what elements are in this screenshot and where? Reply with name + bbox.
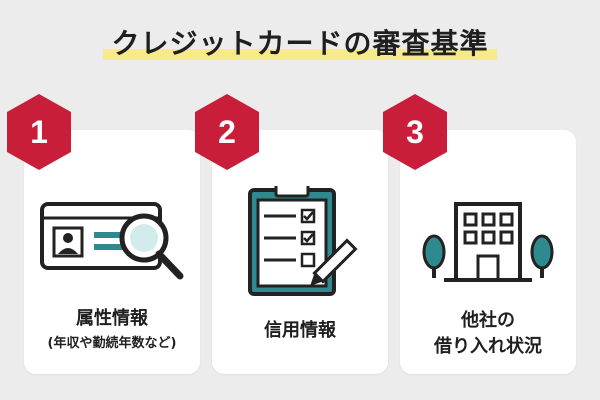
page-title-text: クレジットカードの審査基準 xyxy=(111,27,489,60)
card-title-line1: 他社の xyxy=(461,310,515,331)
badge-number: 3 xyxy=(406,113,424,150)
office-building-icon xyxy=(422,202,554,282)
number-badge: 3 xyxy=(380,92,450,172)
number-badge: 2 xyxy=(192,92,262,172)
card-credit-info: 信用情報 xyxy=(212,130,388,374)
tree-icon xyxy=(422,234,446,278)
tree-icon xyxy=(530,234,554,278)
card-attribute-info: 属性情報 (年収や勤続年数など) xyxy=(24,130,200,374)
number-badge: 1 xyxy=(4,92,74,172)
hexagon-icon xyxy=(195,94,259,170)
clipboard-checklist-icon xyxy=(248,186,358,296)
page-title: クレジットカードの審査基準 xyxy=(103,22,497,62)
card-other-loans: 他社の 借り入れ状況 xyxy=(400,130,576,374)
card-subtitle: (年収や勤続年数など) xyxy=(47,336,177,351)
id-card-magnifier-icon xyxy=(40,202,184,280)
badge-number: 2 xyxy=(218,113,236,150)
title-highlight xyxy=(103,49,497,60)
hexagon-icon xyxy=(7,94,71,170)
header: クレジットカードの審査基準 xyxy=(0,22,600,62)
card-title-line2: 借り入れ状況 xyxy=(434,336,542,357)
card-title: 属性情報 xyxy=(76,308,148,329)
badge-number: 1 xyxy=(30,113,48,150)
card-title: 信用情報 xyxy=(264,320,336,341)
hexagon-icon xyxy=(383,94,447,170)
